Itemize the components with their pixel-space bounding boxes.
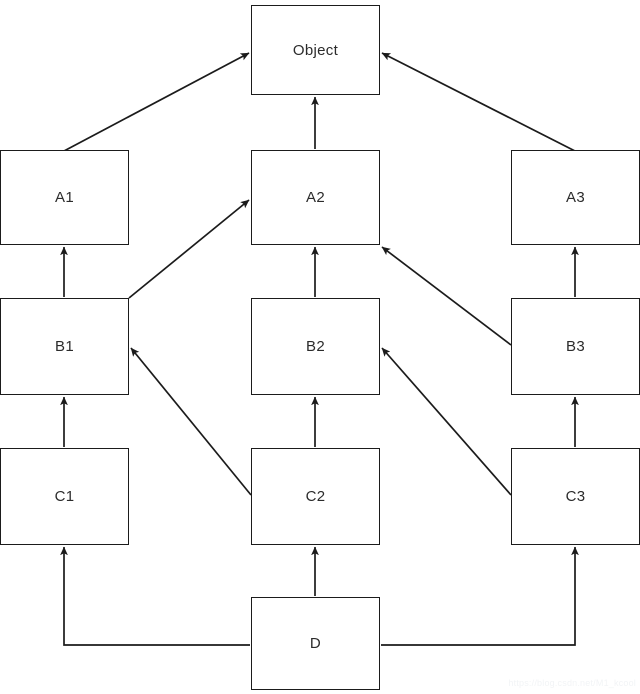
node-b2[interactable]: B2	[251, 298, 380, 395]
node-a1-label: A1	[55, 189, 74, 206]
node-object-label: Object	[292, 41, 339, 59]
edge-c3-b2	[381, 347, 512, 496]
edge-a1-object	[63, 52, 250, 152]
edge-a3-object	[381, 52, 576, 152]
node-b3-label: B3	[566, 338, 585, 355]
node-d[interactable]: D	[251, 597, 380, 690]
node-c1[interactable]: C1	[0, 448, 129, 545]
node-a3-label: A3	[566, 189, 585, 206]
node-c3[interactable]: C3	[511, 448, 640, 545]
edge-c2-b1	[130, 347, 252, 496]
node-b1[interactable]: B1	[0, 298, 129, 395]
node-c1-label: C1	[54, 488, 75, 505]
node-a3[interactable]: A3	[511, 150, 640, 245]
node-d-label: D	[309, 635, 322, 652]
node-b1-label: B1	[55, 338, 74, 355]
node-a2-label: A2	[306, 189, 325, 206]
edge-b3-a2	[381, 246, 512, 346]
node-b3[interactable]: B3	[511, 298, 640, 395]
node-c2[interactable]: C2	[251, 448, 380, 545]
node-c3-label: C3	[565, 488, 586, 505]
watermark-text: https://blog.csdn.net/M1_kcool	[508, 678, 636, 688]
node-c2-label: C2	[305, 488, 326, 505]
edge-b1-a2	[128, 199, 250, 299]
edge-d-c3	[381, 546, 579, 646]
edge-d-c1	[60, 546, 250, 646]
node-b2-label: B2	[306, 338, 325, 355]
node-a2[interactable]: A2	[251, 150, 380, 245]
node-object[interactable]: Object	[251, 5, 380, 95]
node-a1[interactable]: A1	[0, 150, 129, 245]
